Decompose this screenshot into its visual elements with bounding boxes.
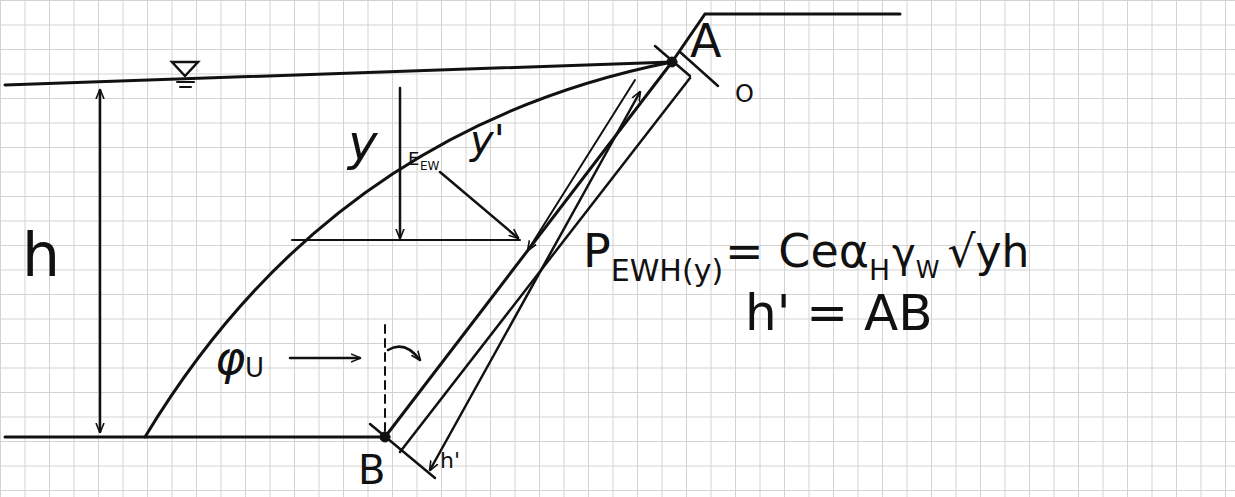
dimension-line bbox=[528, 80, 635, 250]
formula-row: PEWH(y)= CeαHγW √yh bbox=[583, 228, 1029, 286]
slope-face bbox=[385, 62, 672, 437]
angle-label: φ bbox=[215, 335, 245, 381]
formula-text: EWH(y) bbox=[611, 256, 723, 286]
angle-label: U bbox=[245, 355, 264, 381]
pressure-curve bbox=[145, 62, 672, 437]
water-level-symbol bbox=[172, 62, 198, 76]
dimension-label: y bbox=[348, 118, 378, 168]
dimension-line bbox=[430, 92, 640, 470]
vertical-reference bbox=[384, 325, 386, 432]
water-surface bbox=[5, 62, 672, 85]
dimension-label: h bbox=[22, 225, 60, 285]
force-arrow bbox=[440, 172, 518, 238]
formula-text: P bbox=[583, 228, 611, 274]
dimension-line bbox=[99, 90, 102, 432]
force-label: EW bbox=[420, 160, 439, 172]
dimension-label: h' bbox=[440, 450, 460, 472]
formula-text: = Ceα bbox=[725, 228, 869, 274]
dimension-label: y' bbox=[470, 120, 505, 160]
point-label: O bbox=[735, 82, 754, 106]
dimension-line bbox=[399, 88, 402, 238]
formula-text: h' = AB bbox=[745, 288, 933, 338]
formula-text: √yh bbox=[947, 230, 1029, 274]
formula-text: γ bbox=[892, 233, 916, 273]
formula-text: H bbox=[869, 257, 890, 285]
bottom-line bbox=[5, 436, 388, 439]
force-label: E bbox=[408, 150, 419, 168]
formula-row: h' = AB bbox=[745, 288, 933, 338]
point-label: B bbox=[358, 450, 385, 490]
depth-line bbox=[292, 239, 520, 241]
angle-pointer bbox=[290, 357, 360, 360]
point-label: A bbox=[690, 18, 721, 64]
angle-arc bbox=[388, 347, 420, 360]
formula-text: W bbox=[916, 258, 940, 282]
